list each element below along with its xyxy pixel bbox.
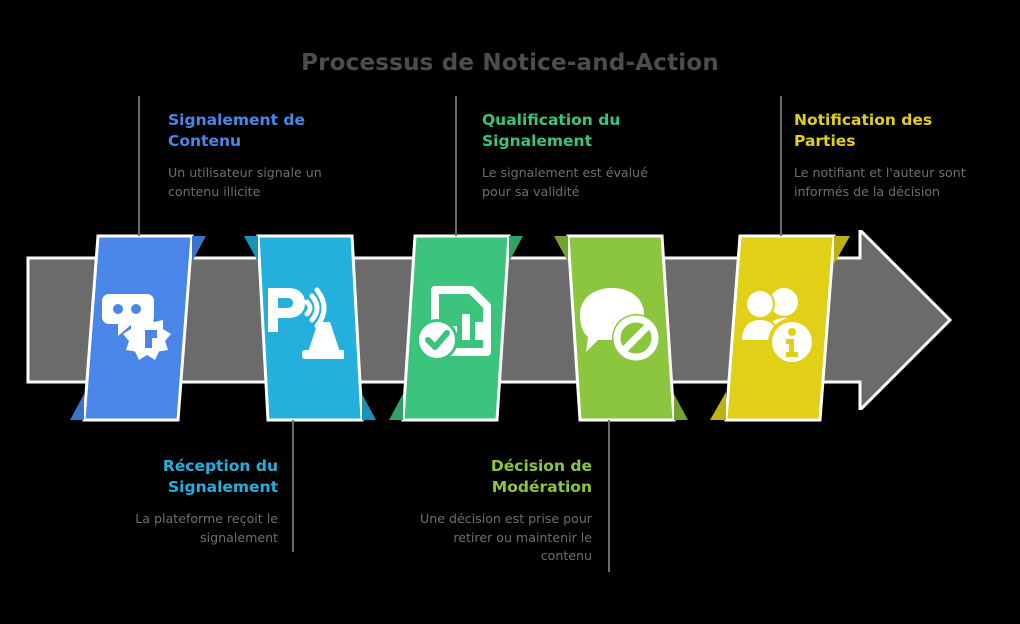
ribbon-fold-top-3	[509, 236, 523, 262]
step-ribbon-4[interactable]	[554, 232, 688, 424]
step-label-title-4: Décision de Modération	[490, 457, 592, 497]
ribbon-face-2	[256, 234, 364, 422]
page-title: Processus de Notice-and-Action	[301, 50, 719, 76]
ribbon-shape-2	[244, 234, 376, 422]
ribbon-fold-top-4	[554, 236, 568, 262]
step-label-desc-2: La plateforme reçoit le signalement	[135, 511, 278, 545]
step-label-3: Qualification du Signalement Le signalem…	[482, 110, 668, 201]
ribbon-fold-bottom-5	[710, 392, 726, 420]
connector-line-1	[138, 96, 140, 236]
step-ribbon-5[interactable]	[710, 232, 850, 424]
ribbon-fold-bottom-3	[389, 394, 403, 420]
ribbon-face-5	[724, 234, 836, 422]
ribbon-fold-bottom-2	[362, 394, 376, 420]
step-label-desc-1: Un utilisateur signale un contenu illici…	[168, 165, 322, 199]
step-ribbon-1[interactable]	[70, 232, 206, 424]
step-label-title-3: Qualification du Signalement	[482, 111, 621, 151]
connector-line-4	[608, 420, 610, 572]
ribbon-fold-bottom-4	[674, 394, 688, 420]
ribbon-fold-top-2	[244, 236, 258, 262]
step-label-desc-4: Une décision est prise pour retirer ou m…	[420, 511, 592, 564]
step-label-title-2: Réception du Signalement	[162, 457, 278, 497]
ribbon-face-3	[401, 234, 511, 422]
ribbon-face-1	[82, 234, 194, 422]
connector-line-2	[292, 420, 294, 552]
step-label-title-1: Signalement de Contenu	[168, 111, 306, 151]
step-label-2: Réception du Signalement La plateforme r…	[92, 456, 278, 547]
step-label-title-5: Notification des Parties	[794, 111, 933, 151]
step-label-desc-5: Le notifiant et l'auteur sont informés d…	[794, 165, 966, 199]
ribbon-fold-top-1	[192, 236, 206, 262]
ribbon-fold-top-5	[834, 236, 850, 264]
ribbon-shape-4	[554, 234, 688, 422]
step-ribbon-3[interactable]	[389, 232, 523, 424]
ribbon-shape-1	[70, 234, 206, 422]
step-ribbon-2[interactable]	[240, 232, 376, 424]
ribbon-shape-3	[389, 234, 523, 422]
step-label-5: Notification des Parties Le notifiant et…	[794, 110, 980, 201]
ribbon-fold-bottom-1	[70, 394, 84, 420]
connector-line-5	[780, 96, 782, 236]
ribbon-shape-5	[710, 234, 850, 422]
connector-line-3	[455, 96, 457, 236]
step-label-4: Décision de Modération Une décision est …	[406, 456, 592, 566]
step-label-desc-3: Le signalement est évalué pour sa validi…	[482, 165, 648, 199]
step-label-1: Signalement de Contenu Un utilisateur si…	[168, 110, 354, 201]
ribbon-face-4	[566, 234, 676, 422]
